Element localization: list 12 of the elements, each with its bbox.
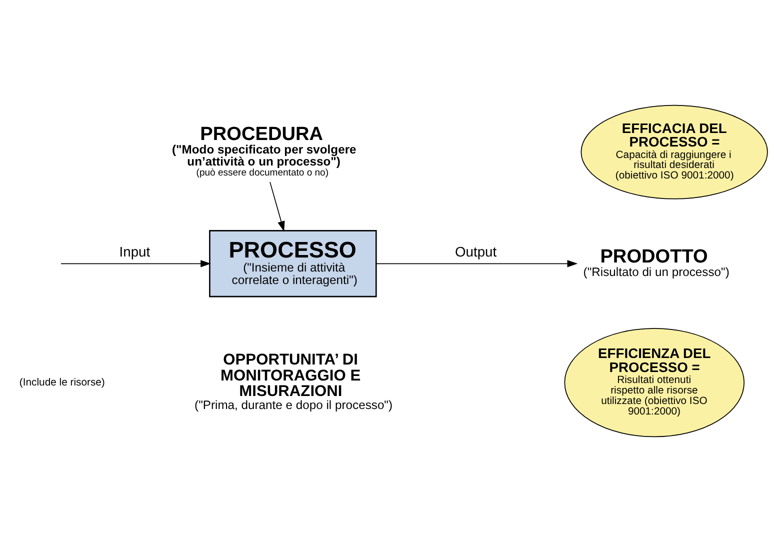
label: (Include le risorse) xyxy=(19,376,105,388)
edge-label: Output xyxy=(455,243,497,260)
node-ellipse: EFFICACIA DEL PROCESSO = Capacità di raggiungere i risultati desiderati (obiettivo ISO 9001:2000) xyxy=(580,104,768,199)
node-text: PRODOTTO ("Risultato di un processo") xyxy=(583,246,730,278)
node-text: OPPORTUNITA’ DI MONITORAGGIO E MISURAZIONI ("Prima, durante e dopo il processo") xyxy=(194,351,393,412)
node-ellipse: EFFICIENZA DEL PROCESSO = Risultati ottenuti rispetto alle risorse utilizzate (obiettivo ISO 9001:2000) xyxy=(564,328,745,437)
arrow xyxy=(270,181,285,232)
node-box: PROCESSO ("Insieme di attività correlate o interagenti") xyxy=(209,230,377,297)
node-text: PROCEDURA ("Modo specificato per svolgere un’attività o un processo") (può essere documentato o no) xyxy=(172,124,356,178)
arrow xyxy=(60,260,211,267)
edge-label: Input xyxy=(119,243,150,260)
arrow xyxy=(376,260,578,267)
